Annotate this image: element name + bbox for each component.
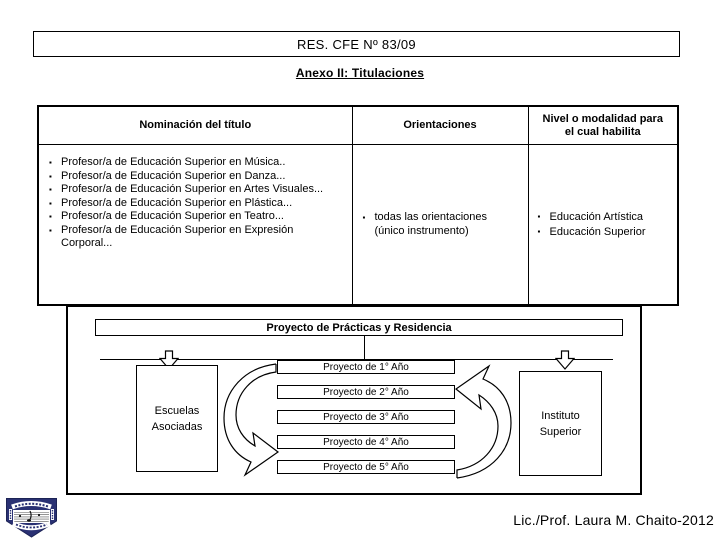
instituto-line1: Instituto [541,409,580,422]
escuelas-asociadas-box: Escuelas Asociadas [136,365,218,472]
table-body-row: Profesor/a de Educación Superior en Músi… [37,144,679,306]
proyecto-year-box-3: Proyecto de 3° Año [277,410,455,424]
slide-title: RES. CFE Nº 83/09 [297,36,416,52]
proyecto-year-box-2: Proyecto de 2° Año [277,385,455,399]
nivel-item: Educación Artística [537,210,676,225]
titulo-item: Profesor/a de Educación Superior en Teat… [48,210,345,224]
proyecto-year-box-1: Proyecto de 1° Año [277,360,455,374]
diagram-title: Proyecto de Prácticas y Residencia [266,321,452,334]
proyecto-year-box-5: Proyecto de 5° Año [277,460,455,474]
table-header-row: Nominación del título Orientaciones Nive… [37,105,679,145]
escuelas-line2: Asociadas [151,420,203,433]
curved-arrow-left-icon [223,363,280,477]
cell-nivel: Educación Artística Educación Superior [527,144,679,306]
practicas-diagram: Proyecto de Prácticas y Residencia Escue… [66,305,642,495]
titulos-list: Profesor/a de Educación Superior en Músi… [48,156,346,251]
diagram-header-box: Proyecto de Prácticas y Residencia [95,319,623,336]
titulo-item: Profesor/a de Educación Superior en Arte… [48,183,345,197]
nivel-item: Educación Superior [537,225,676,240]
curved-arrow-right-icon [454,364,512,479]
proyecto-year-box-4: Proyecto de 4° Año [277,435,455,449]
titulo-item: Profesor/a de Educación Superior en Danz… [48,170,345,184]
cell-titulos: Profesor/a de Educación Superior en Músi… [37,144,353,306]
institution-logo [6,498,57,538]
connector-horizontal-line [100,359,613,361]
down-arrow-icon [555,350,575,370]
column-header-orientaciones: Orientaciones [351,105,529,145]
titulo-item: Profesor/a de Educación Superior en Músi… [48,156,345,170]
titulo-item: Profesor/a de Educación Superior en Expr… [48,224,345,251]
orientacion-subtext: (único instrumento) [374,224,469,237]
nivel-list: Educación Artística Educación Superior [537,210,676,239]
instituto-line2: Superior [539,425,582,438]
author-credit: Lic./Prof. Laura M. Chaito-2012 [513,512,714,528]
down-arrow-icon [159,350,179,370]
orientaciones-list: todas las orientaciones [362,211,524,225]
column-header-nivel: Nivel o modalidad para el cual habilita [527,105,679,145]
instituto-superior-box: Instituto Superior [519,371,602,476]
slide-subtitle: Anexo II: Titulaciones [295,66,425,80]
titulo-item: Profesor/a de Educación Superior en Plás… [48,197,345,211]
cell-orientaciones: todas las orientaciones (único instrumen… [351,144,529,306]
title-box: RES. CFE Nº 83/09 [33,31,680,57]
orientacion-item: todas las orientaciones [362,211,524,225]
connector-vertical-line [364,335,366,359]
column-header-nominacion: Nominación del título [37,105,353,145]
escuelas-line1: Escuelas [154,404,200,417]
titulaciones-table: Nominación del título Orientaciones Nive… [37,105,679,306]
